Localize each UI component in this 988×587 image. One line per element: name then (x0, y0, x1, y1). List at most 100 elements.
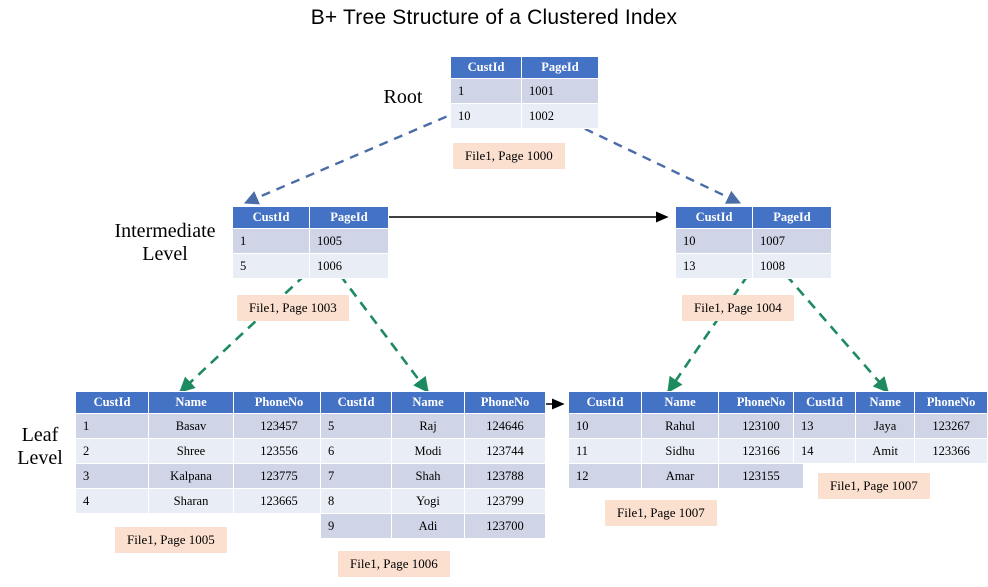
root-level-label: Root (383, 86, 423, 108)
leaf-node-4[interactable]: CustId Name PhoneNo 13 Jaya 123267 14 Am… (792, 391, 988, 464)
cell-custid: 8 (320, 488, 392, 514)
cell-custid: 13 (675, 253, 753, 279)
intermediate-node-right[interactable]: CustId PageId 10 1007 13 1008 (675, 206, 832, 279)
cell-phoneno: 123100 (718, 413, 804, 439)
column-header: PhoneNo (718, 391, 804, 414)
table-row[interactable]: 1 Basav 123457 (75, 413, 325, 439)
cell-custid: 5 (320, 413, 392, 439)
leaf-2-filebox: File1, Page 1006 (338, 551, 450, 577)
leaf-4-filebox: File1, Page 1007 (818, 473, 930, 499)
cell-name: Adi (391, 513, 465, 539)
table-row[interactable]: 1 1001 (450, 78, 599, 104)
table-row[interactable]: 5 1006 (232, 253, 389, 279)
leaf-4-table: CustId Name PhoneNo 13 Jaya 123267 14 Am… (792, 391, 988, 464)
cell-custid: 9 (320, 513, 392, 539)
intermediate-right-filebox: File1, Page 1004 (682, 295, 794, 321)
root-node-table: CustId PageId 1 1001 10 1002 (450, 56, 599, 129)
cell-name: Sidhu (641, 438, 719, 464)
table-row[interactable]: 8 Yogi 123799 (320, 488, 546, 514)
cell-name: Basav (148, 413, 234, 439)
cell-custid: 10 (568, 413, 642, 439)
column-header: Name (148, 391, 234, 414)
table-row[interactable]: 10 Rahul 123100 (568, 413, 804, 439)
cell-custid: 2 (75, 438, 149, 464)
root-filebox: File1, Page 1000 (453, 143, 565, 169)
cell-name: Kalpana (148, 463, 234, 489)
table-header-row: CustId Name PhoneNo (568, 391, 804, 414)
cell-phoneno: 123700 (464, 513, 546, 539)
column-header: PageId (521, 56, 599, 79)
cell-pageid: 1005 (309, 228, 389, 254)
table-row[interactable]: 10 1002 (450, 103, 599, 129)
table-row[interactable]: 1 1005 (232, 228, 389, 254)
root-node[interactable]: CustId PageId 1 1001 10 1002 (450, 56, 599, 129)
table-row[interactable]: 7 Shah 123788 (320, 463, 546, 489)
cell-pageid: 1008 (752, 253, 832, 279)
cell-name: Shah (391, 463, 465, 489)
table-header-row: CustId PageId (675, 206, 832, 229)
intermediate-left-table: CustId PageId 1 1005 5 1006 (232, 206, 389, 279)
column-header: PhoneNo (464, 391, 546, 414)
column-header: PhoneNo (914, 391, 988, 414)
cell-pageid: 1006 (309, 253, 389, 279)
cell-custid: 12 (568, 463, 642, 489)
leaf-node-2[interactable]: CustId Name PhoneNo 5 Raj 124646 6 Modi … (320, 391, 546, 539)
table-row[interactable]: 14 Amit 123366 (792, 438, 988, 464)
cell-custid: 1 (75, 413, 149, 439)
table-row[interactable]: 4 Sharan 123665 (75, 488, 325, 514)
cell-name: Amit (855, 438, 916, 464)
table-row[interactable]: 11 Sidhu 123166 (568, 438, 804, 464)
column-header: Name (855, 391, 916, 414)
table-header-row: CustId Name PhoneNo (320, 391, 546, 414)
cell-pageid: 1001 (521, 78, 599, 104)
page-title: B+ Tree Structure of a Clustered Index (310, 6, 678, 29)
cell-name: Amar (641, 463, 719, 489)
intermediate-right-to-leaf4-arrow (785, 274, 889, 393)
column-header: Name (391, 391, 465, 414)
column-header: CustId (792, 391, 857, 414)
cell-custid: 4 (75, 488, 149, 514)
table-row[interactable]: 13 Jaya 123267 (792, 413, 988, 439)
cell-phoneno: 123788 (464, 463, 546, 489)
cell-name: Modi (391, 438, 465, 464)
leaf-1-table: CustId Name PhoneNo 1 Basav 123457 2 Shr… (75, 391, 325, 514)
cell-phoneno: 123665 (233, 488, 325, 514)
table-row[interactable]: 9 Adi 123700 (320, 513, 546, 539)
column-header: CustId (320, 391, 392, 414)
leaf-3-table: CustId Name PhoneNo 10 Rahul 123100 11 S… (568, 391, 804, 489)
cell-phoneno: 123166 (718, 438, 804, 464)
table-row[interactable]: 2 Shree 123556 (75, 438, 325, 464)
cell-custid: 5 (232, 253, 310, 279)
table-row[interactable]: 10 1007 (675, 228, 832, 254)
cell-phoneno: 123775 (233, 463, 325, 489)
cell-phoneno: 123744 (464, 438, 546, 464)
cell-phoneno: 123155 (718, 463, 804, 489)
intermediate-node-left[interactable]: CustId PageId 1 1005 5 1006 (232, 206, 389, 279)
intermediate-right-to-leaf3-arrow (666, 274, 750, 394)
table-row[interactable]: 6 Modi 123744 (320, 438, 546, 464)
table-row[interactable]: 3 Kalpana 123775 (75, 463, 325, 489)
leaf-1-filebox: File1, Page 1005 (115, 527, 227, 553)
column-header: CustId (568, 391, 642, 414)
leaf-node-1[interactable]: CustId Name PhoneNo 1 Basav 123457 2 Shr… (75, 391, 325, 514)
cell-custid: 7 (320, 463, 392, 489)
leaf-node-3[interactable]: CustId Name PhoneNo 10 Rahul 123100 11 S… (568, 391, 804, 489)
table-row[interactable]: 12 Amar 123155 (568, 463, 804, 489)
intermediate-left-filebox: File1, Page 1003 (237, 295, 349, 321)
leaf-level-label: Leaf Level (17, 424, 63, 469)
table-row[interactable]: 5 Raj 124646 (320, 413, 546, 439)
leaf-3-filebox: File1, Page 1007 (605, 500, 717, 526)
table-header-row: CustId Name PhoneNo (792, 391, 988, 414)
cell-custid: 13 (792, 413, 857, 439)
cell-custid: 14 (792, 438, 857, 464)
cell-name: Yogi (391, 488, 465, 514)
column-header: PageId (309, 206, 389, 229)
column-header: PhoneNo (233, 391, 325, 414)
table-row[interactable]: 13 1008 (675, 253, 832, 279)
cell-pageid: 1002 (521, 103, 599, 129)
column-header: PageId (752, 206, 832, 229)
cell-phoneno: 124646 (464, 413, 546, 439)
column-header: CustId (675, 206, 753, 229)
column-header: Name (641, 391, 719, 414)
